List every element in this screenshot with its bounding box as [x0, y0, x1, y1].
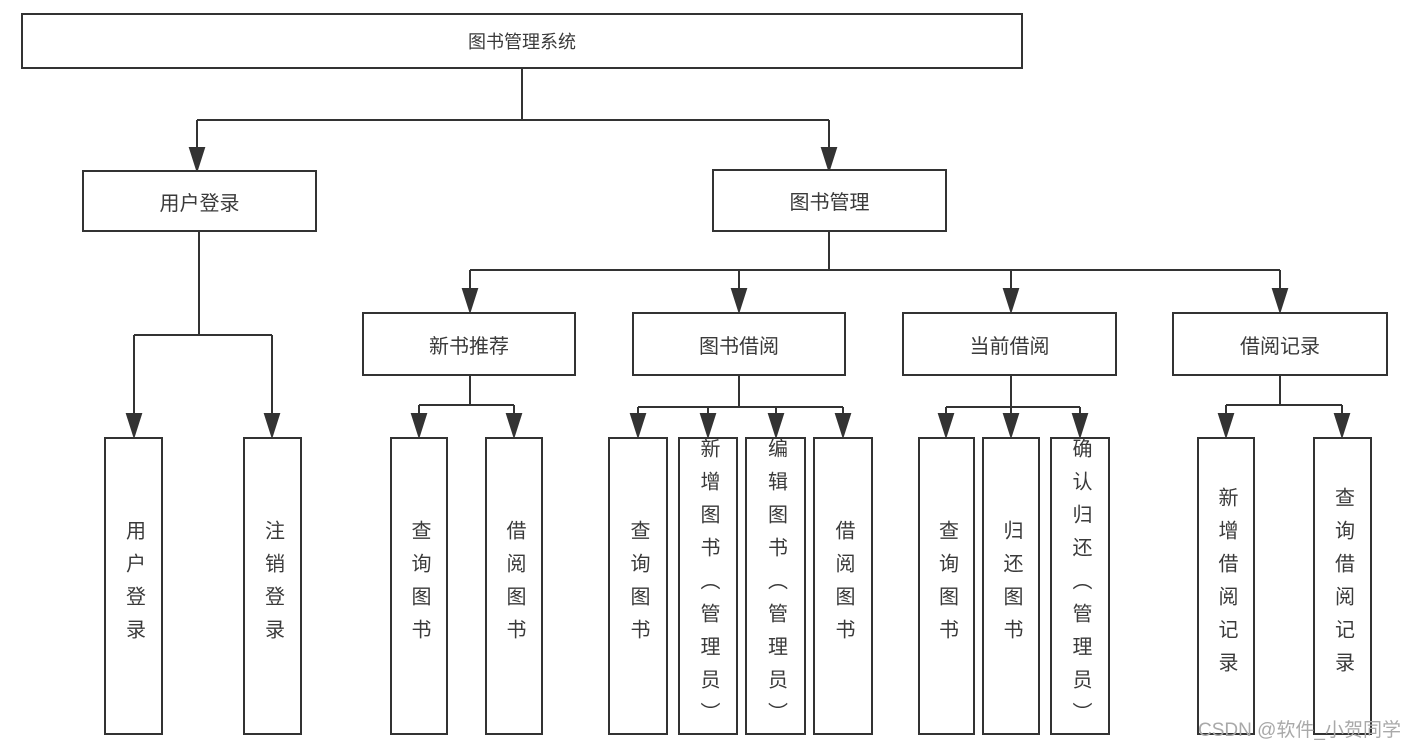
csdn-watermark: CSDN @软件_小贺同学	[1198, 720, 1401, 741]
node-label: 新增借阅记录	[1215, 487, 1237, 685]
node-branch-book-management: 图书管理	[712, 169, 947, 232]
node-label: 借阅图书	[832, 520, 854, 652]
connector-book-management-to-modules	[461, 232, 1289, 315]
node-label: 查询图书	[935, 520, 958, 652]
connector-borrow-records-to-leaves	[1217, 376, 1351, 440]
node-label: 归还图书	[1000, 520, 1022, 652]
node-leaf-add-books-admin: 新增图书（管理员）	[678, 437, 738, 735]
node-module-current-borrow: 当前借阅	[902, 312, 1117, 376]
connector-book-borrow-to-leaves	[629, 376, 852, 440]
node-label: 查询借阅记录	[1331, 487, 1354, 685]
node-label: 借阅记录	[1240, 335, 1320, 358]
node-label: 当前借阅	[969, 335, 1050, 358]
connector-new-books-to-leaves	[410, 376, 523, 440]
arrow-down-icon	[125, 413, 143, 440]
arrow-down-icon	[263, 413, 281, 440]
node-label: 用户登录	[159, 192, 240, 215]
connector-root-to-branches	[188, 69, 838, 174]
arrow-down-icon	[461, 288, 479, 315]
node-module-book-borrow: 图书借阅	[632, 312, 846, 376]
node-root-system: 图书管理系统	[21, 13, 1023, 69]
arrow-down-icon	[505, 413, 523, 440]
node-label: 查询图书	[408, 520, 430, 652]
node-label: 图书借阅	[699, 335, 779, 358]
node-leaf-confirm-return-admin: 确认归还（管理员）	[1050, 437, 1110, 735]
arrow-down-icon	[629, 413, 647, 440]
node-leaf-return-books: 归还图书	[982, 437, 1040, 735]
node-label: 借阅图书	[503, 520, 525, 652]
node-leaf-user-login: 用户登录	[104, 437, 163, 735]
node-leaf-add-borrow-record: 新增借阅记录	[1197, 437, 1255, 735]
arrow-down-icon	[767, 413, 785, 440]
arrow-down-icon	[1271, 288, 1289, 315]
arrow-down-icon	[1071, 413, 1089, 440]
node-leaf-borrow-books: 借阅图书	[813, 437, 873, 735]
node-module-borrow-records: 借阅记录	[1172, 312, 1388, 376]
node-module-new-books: 新书推荐	[362, 312, 576, 376]
node-label: 图书管理系统	[468, 32, 576, 52]
arrow-down-icon	[1217, 413, 1235, 440]
node-label: 新书推荐	[429, 335, 509, 358]
node-label: 新增图书（管理员）	[697, 437, 719, 735]
node-label: 图书管理	[789, 192, 870, 214]
connector-current-borrow-to-leaves	[937, 376, 1089, 440]
node-label: 用户登录	[122, 520, 145, 652]
arrow-down-icon	[834, 413, 852, 440]
arrow-down-icon	[1333, 413, 1351, 440]
node-leaf-query-books-current: 查询图书	[918, 437, 975, 735]
arrow-down-icon	[730, 288, 748, 315]
node-leaf-borrow-books-newbooks: 借阅图书	[485, 437, 543, 735]
node-branch-user-login: 用户登录	[82, 170, 317, 232]
node-leaf-query-books-borrow: 查询图书	[608, 437, 668, 735]
arrow-down-icon	[937, 413, 955, 440]
node-leaf-edit-books-admin: 编辑图书（管理员）	[745, 437, 806, 735]
node-leaf-query-books-newbooks: 查询图书	[390, 437, 448, 735]
connector-user-login-to-leaves	[125, 232, 281, 440]
node-label: 注销登录	[261, 520, 284, 652]
arrow-down-icon	[410, 413, 428, 440]
arrow-down-icon	[1002, 413, 1020, 440]
node-leaf-logout: 注销登录	[243, 437, 302, 735]
node-label: 编辑图书（管理员）	[764, 437, 787, 735]
node-leaf-query-borrow-record: 查询借阅记录	[1313, 437, 1372, 735]
node-label: 确认归还（管理员）	[1069, 437, 1091, 735]
arrow-down-icon	[1002, 288, 1020, 315]
arrow-down-icon	[820, 147, 838, 174]
arrow-down-icon	[188, 147, 206, 174]
node-label: 查询图书	[627, 520, 649, 652]
arrow-down-icon	[699, 413, 717, 440]
